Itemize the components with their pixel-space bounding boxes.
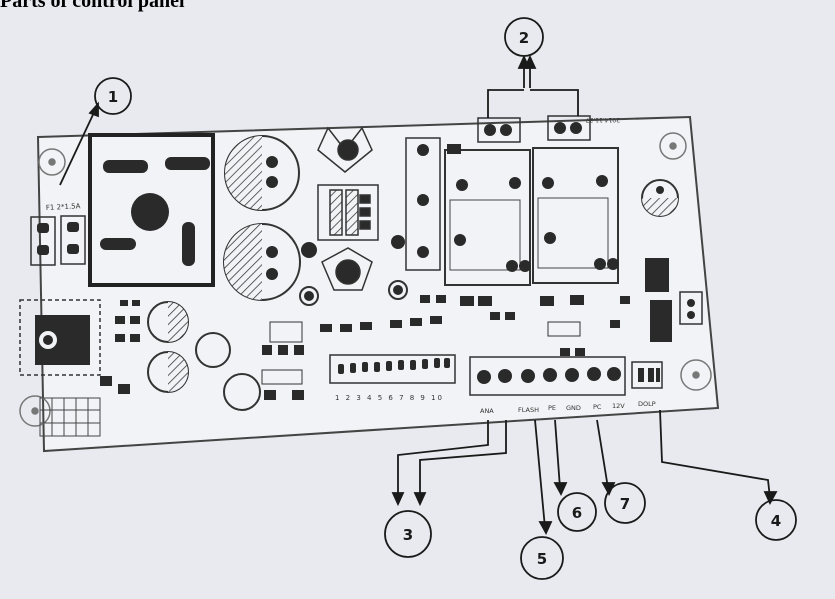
diagram-title: Parts of control panel <box>0 0 185 12</box>
keypad-grid <box>39 397 101 437</box>
relay-left <box>444 144 531 286</box>
callout-4: 4 <box>755 499 797 541</box>
svg-text:5: 5 <box>537 550 547 568</box>
right-ic-block <box>645 258 703 342</box>
svg-text:7: 7 <box>620 495 630 513</box>
dolp-connector <box>631 361 663 389</box>
vertical-connector <box>405 137 441 271</box>
svg-text:2: 2 <box>519 29 529 47</box>
callout-6: 6 <box>557 492 597 532</box>
svg-text:4: 4 <box>771 512 781 530</box>
callout-5: 5 <box>520 536 564 580</box>
terminal-pin-numbers: 1 2 3 4 5 6 7 8 9 10 <box>335 394 444 402</box>
capacitor-top <box>224 135 300 211</box>
label-pe: PE <box>548 404 556 412</box>
smd-components <box>100 295 630 400</box>
fuse-holders <box>30 215 86 266</box>
fuse-note: F1 2*1.5A <box>46 202 81 212</box>
capacitor-right <box>641 179 679 217</box>
label-pc: PC <box>593 403 602 411</box>
transformer-t1 <box>88 133 215 287</box>
svg-text:6: 6 <box>572 504 582 522</box>
capacitor-bottom <box>223 223 301 301</box>
callout-1: 1 <box>94 77 132 115</box>
label-ana: ANA <box>480 407 494 415</box>
callout-leaders <box>59 54 778 536</box>
label-dolp: DOLP <box>638 400 656 408</box>
callout-3: 3 <box>384 510 432 558</box>
coil-assembly <box>317 126 379 291</box>
board-date: 2014.11.27 <box>585 116 620 123</box>
label-12v: 12V <box>612 402 625 410</box>
diode-column <box>299 235 408 306</box>
bottom-connector-block <box>469 356 626 396</box>
top-connector-right <box>547 115 591 141</box>
top-connector-left <box>477 117 521 143</box>
mounting-holes <box>19 132 712 427</box>
label-flash: FLASH <box>518 406 539 414</box>
callout-2: 2 <box>504 17 544 57</box>
connector-labels: ANA FLASH PE GND PC 12V DOLP <box>480 400 656 415</box>
callout-7: 7 <box>604 482 646 524</box>
svg-text:1: 1 <box>108 88 118 106</box>
label-gnd: GND <box>566 404 581 412</box>
terminal-strip: 1 2 3 4 5 6 7 8 9 10 <box>329 354 456 402</box>
svg-text:3: 3 <box>403 526 413 544</box>
relay-right <box>532 147 619 284</box>
voltage-regulator <box>19 299 101 376</box>
capacitor-mid-left <box>147 301 261 411</box>
